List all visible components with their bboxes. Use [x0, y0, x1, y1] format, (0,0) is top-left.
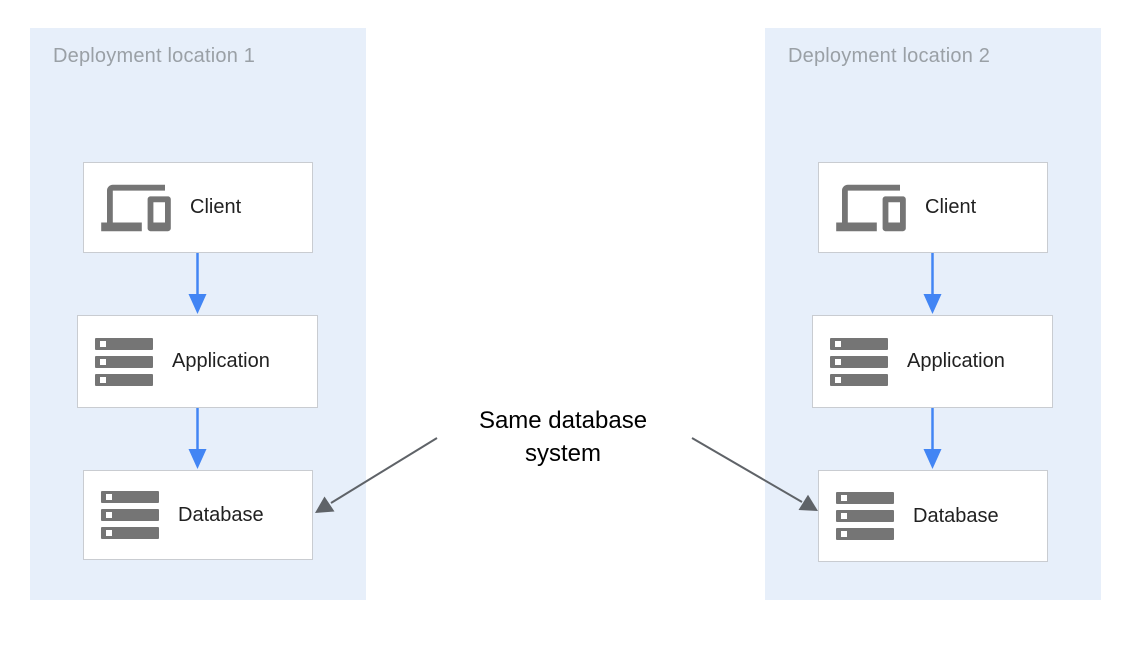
- server-stack-icon: [101, 491, 159, 539]
- devices-icon: [101, 184, 171, 231]
- server-stack-icon: [836, 492, 894, 540]
- node-label: Client: [190, 196, 242, 218]
- node-application: Application: [77, 315, 318, 408]
- server-stack-icon: [830, 337, 888, 386]
- server-stack-icon: [95, 337, 153, 386]
- panel-title: Deployment location 2: [788, 45, 991, 67]
- node-database: Database: [83, 470, 313, 560]
- node-label: Database: [913, 504, 999, 527]
- node-label: Application: [172, 350, 270, 372]
- node-label: Database: [178, 503, 264, 526]
- node-client: Client: [83, 162, 313, 253]
- node-label: Application: [907, 350, 1005, 372]
- panel-title: Deployment location 1: [53, 45, 256, 67]
- devices-icon: [836, 184, 906, 231]
- same-database-system-label: Same database system: [478, 407, 648, 467]
- node-database: Database: [818, 470, 1048, 562]
- node-application: Application: [812, 315, 1053, 408]
- node-label: Client: [925, 196, 977, 218]
- node-client: Client: [818, 162, 1048, 253]
